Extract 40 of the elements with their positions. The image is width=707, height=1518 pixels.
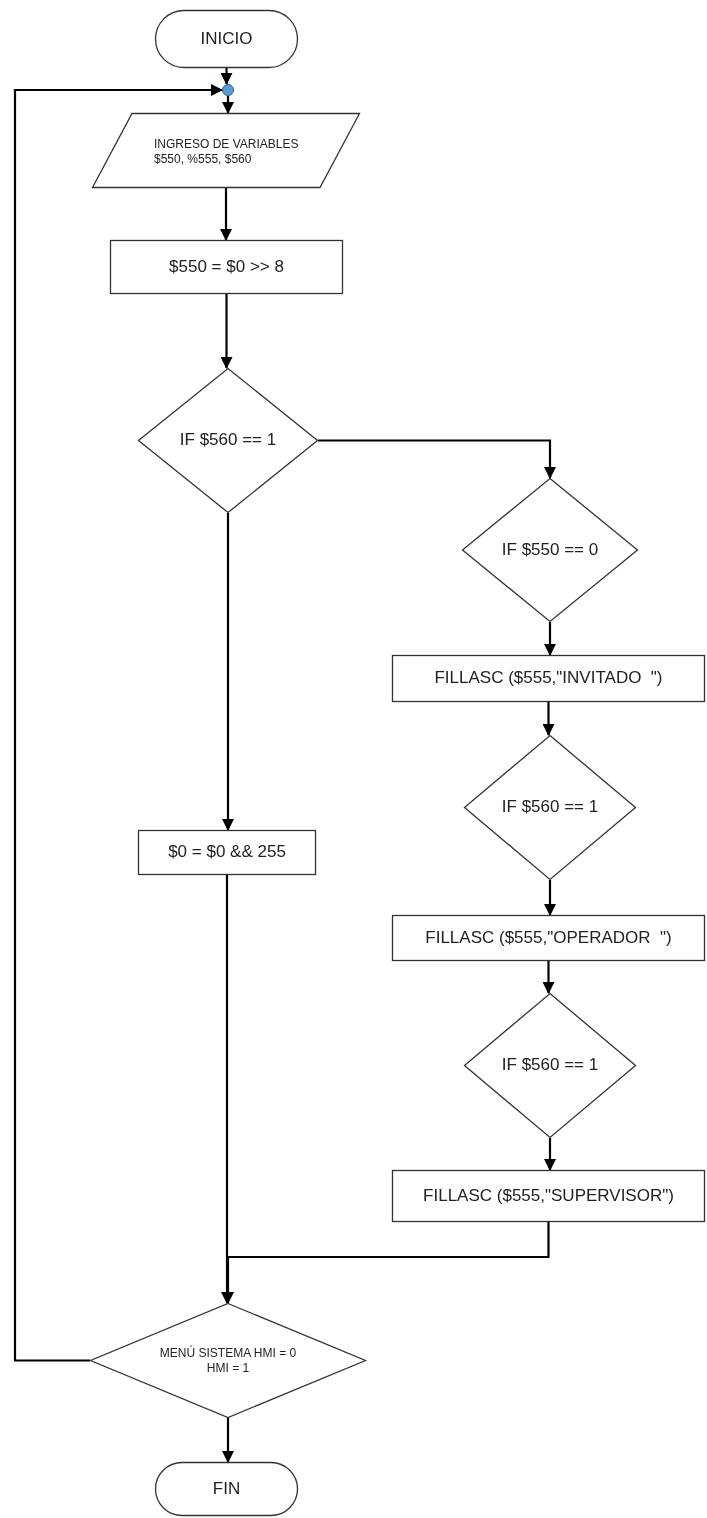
arrow [542,961,555,994]
decision-diamond [138,368,318,513]
process-box [392,915,705,961]
decision-diamond [464,735,636,880]
terminal-shape [155,10,298,68]
node-text: IF $550 == 0 [501,539,599,561]
node-text: FILLASC ($555,"SUPERVISOR") [423,1185,674,1207]
process-box [138,830,316,875]
arrow [222,96,234,114]
arrow [544,880,556,916]
arrow [222,513,234,831]
node-text: $550 = $0 >> 8 [169,256,284,278]
input-parallelogram [92,113,360,188]
node-text: IF $560 == 1 [501,797,599,818]
node-text: INGRESO DE VARIABLES $550, %555, $560 [154,137,300,166]
arrow [220,294,233,369]
node-text: INICIO [200,28,253,50]
junction-dot [222,84,234,96]
process-box [110,240,343,294]
arrow [544,1138,556,1171]
node-text: MENÚ SISTEMA HMI = 0 HMI = 1 [158,1346,298,1375]
node-text: IF $560 == 1 [179,430,277,451]
arrow [318,439,556,479]
arrow [13,84,223,1362]
node-text: IF $560 == 1 [501,1055,599,1076]
decision-diamond [464,993,636,1138]
node-text: FIN [212,1478,241,1500]
arrow [542,702,555,736]
node-text: FILLASC ($555,"INVITADO ") [434,668,663,689]
decision-diamond [462,478,638,622]
process-box [392,1170,705,1222]
node-text: FILLASC ($555,"OPERADOR ") [425,927,672,949]
node-text: $0 = $0 && 255 [168,842,286,863]
arrow [544,622,556,656]
process-box [392,655,705,702]
arrow [220,188,232,241]
terminal-shape [155,1462,298,1516]
arrow [220,68,233,85]
decision-diamond [90,1303,366,1418]
arrow [222,1418,234,1463]
